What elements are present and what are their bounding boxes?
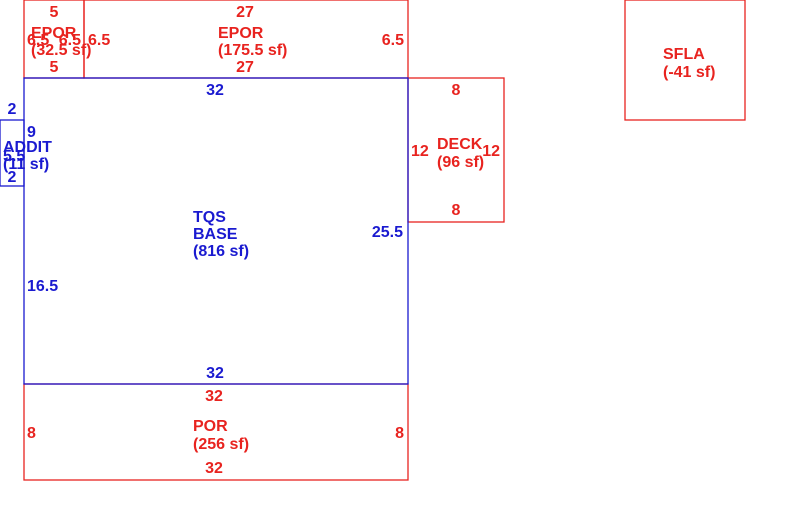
base-area: (816 sf) [193, 243, 249, 260]
epor-large-dim-top: 27 [236, 4, 254, 21]
por-dim-right: 8 [395, 425, 404, 442]
por-area: (256 sf) [193, 436, 249, 453]
por-dim-top: 32 [205, 388, 223, 405]
epor-small-dim-right: 6.5 [59, 32, 81, 49]
epor-large-dim-left: 6.5 [88, 32, 110, 49]
addit-dim-left: 5.5 [3, 148, 25, 165]
addit-dim-right: 9 [27, 124, 36, 141]
deck-dim-left: 12 [411, 143, 429, 160]
sfla-area: (-41 sf) [663, 64, 715, 81]
base-dim-top: 32 [206, 82, 224, 99]
epor-small-dim-left: 6.5 [27, 32, 49, 49]
por-dim-left: 8 [27, 425, 36, 442]
epor-small-area: (32.5 sf) [31, 42, 91, 59]
base-dim-left: 16.5 [27, 278, 58, 295]
addit-area: (11 sf) [3, 156, 49, 173]
base-dim-bottom: 32 [206, 365, 224, 382]
base-label-line1: TQS [193, 209, 226, 226]
epor-large-label: EPOR [218, 25, 264, 42]
addit-label: ADDIT [3, 139, 52, 156]
por-dim-bottom: 32 [205, 460, 223, 477]
addit-dim-bottom: 2 [8, 169, 17, 186]
deck-dim-right: 12 [482, 143, 500, 160]
base-dim-right: 25.5 [372, 224, 403, 241]
por-label: POR [193, 418, 228, 435]
base-outline [23, 77, 409, 385]
addit-dim-top: 2 [8, 101, 17, 118]
addit-outline [0, 119, 25, 187]
base-label-line2: BASE [193, 226, 238, 243]
sfla-outline [624, 0, 746, 121]
deck-dim-top: 8 [452, 82, 461, 99]
epor-small-dim-top: 5 [50, 4, 59, 21]
deck-area: (96 sf) [437, 154, 484, 171]
epor-small-dim-bottom: 5 [50, 59, 59, 76]
epor-large-area: (175.5 sf) [218, 42, 287, 59]
epor-large-dim-bottom: 27 [236, 59, 254, 76]
deck-dim-bottom: 8 [452, 202, 461, 219]
sfla-label: SFLA [663, 46, 705, 63]
epor-small-label: EPOR [31, 25, 77, 42]
epor-large-dim-right: 6.5 [382, 32, 404, 49]
deck-label: DECK [437, 136, 483, 153]
